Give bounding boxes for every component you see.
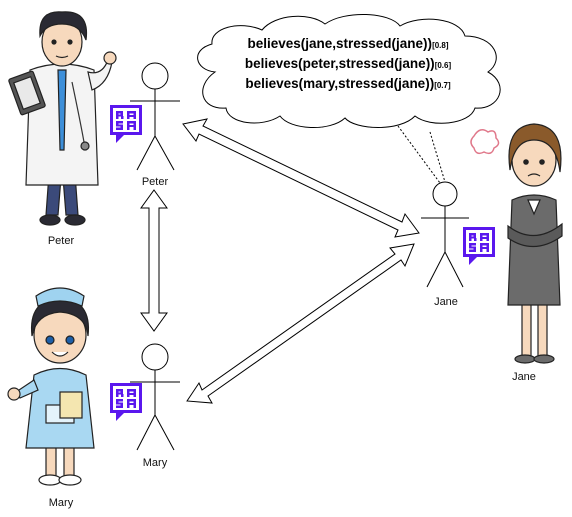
arrow-peter-jane — [182, 118, 420, 238]
belief-text: believes(jane,stressed(jane)) — [247, 36, 433, 51]
arrow-peter-mary — [140, 189, 168, 332]
nurse-character-image — [7, 287, 95, 486]
belief-confidence: [0.8] — [432, 41, 449, 50]
belief-line-peter: believes(peter,stressed(jane))[0.6] — [200, 56, 496, 71]
rasa-logo-icon — [110, 105, 142, 143]
thought-connector-2 — [429, 131, 446, 183]
mary-figure-label: Mary — [142, 457, 168, 469]
jane-stick-figure — [421, 181, 469, 288]
belief-text: believes(peter,stressed(jane)) — [244, 56, 435, 71]
doctor-character-image — [8, 11, 117, 226]
peter-stick-figure — [130, 62, 180, 171]
jane-figure-label: Jane — [434, 296, 458, 308]
jane-character-label: Jane — [512, 371, 536, 383]
rasa-logo-icon — [110, 383, 142, 421]
rasa-logo-icon — [463, 227, 495, 265]
belief-line-jane: believes(jane,stressed(jane))[0.8] — [200, 36, 496, 51]
peter-character-label: Peter — [47, 235, 75, 247]
mary-character-label: Mary — [48, 497, 74, 509]
jane-character-image — [470, 123, 563, 364]
belief-line-mary: believes(mary,stressed(jane))[0.7] — [200, 76, 496, 91]
thought-connector-1 — [397, 125, 441, 184]
peter-figure-label: Peter — [141, 176, 169, 188]
belief-confidence: [0.7] — [434, 81, 451, 90]
arrow-mary-jane — [186, 243, 415, 404]
mary-stick-figure — [130, 343, 180, 451]
thought-cloud — [197, 14, 501, 129]
belief-confidence: [0.6] — [434, 61, 452, 70]
belief-text: believes(mary,stressed(jane)) — [245, 76, 435, 91]
